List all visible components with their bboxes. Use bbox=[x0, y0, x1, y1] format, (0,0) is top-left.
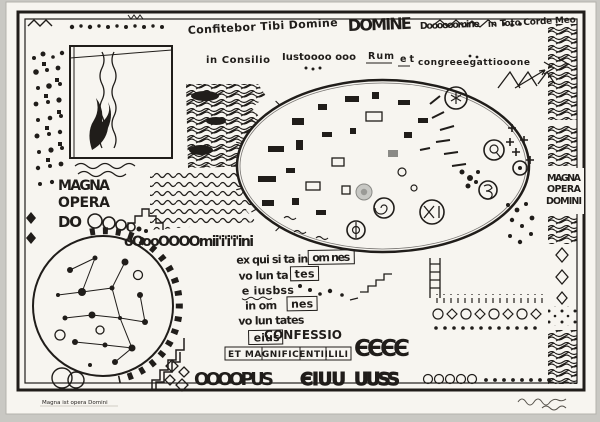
subtitle-part-3: Rum bbox=[368, 51, 394, 62]
magna-opera-left: MAGNA OPERA DO bbox=[58, 178, 148, 233]
phrase-l4b: nes bbox=[291, 297, 314, 310]
subtitle-part-1: in Consilio bbox=[206, 55, 270, 66]
epsilon-big: ЄЄЄЄ bbox=[354, 336, 410, 362]
uuss-word: UUSS bbox=[354, 369, 400, 390]
phrase-l6: eius bbox=[254, 331, 281, 344]
title-part-3: Doooooomine bbox=[420, 19, 480, 32]
castellated-strip bbox=[151, 338, 185, 390]
magna-left-3: DO bbox=[58, 213, 82, 231]
title-part-2: DOMINE bbox=[347, 14, 412, 35]
o-band: oOooOOOOmii'i'i'i'ini bbox=[124, 234, 254, 250]
artist-signature bbox=[517, 398, 567, 411]
phrase-l2a: vo lun ta bbox=[238, 269, 288, 283]
eiuu-word: ЄIUU bbox=[300, 369, 346, 390]
scattered-blocks bbox=[258, 92, 428, 215]
magnificentia-line: ET MAGNIFICENTIILILI bbox=[228, 350, 348, 360]
right-column: MAGNA OPERA DOMINI bbox=[497, 24, 584, 384]
flame-scribble bbox=[89, 98, 111, 150]
opus-word: OOOOPUS bbox=[194, 369, 274, 390]
gear-constellation bbox=[32, 227, 183, 389]
magna-left-2: OPERA bbox=[58, 195, 110, 211]
upper-left-panel bbox=[69, 45, 173, 159]
phrase-l2b: tes bbox=[294, 267, 315, 280]
phrase-l1b: om nes bbox=[312, 251, 351, 265]
magna-right-3: DOMINI bbox=[546, 196, 582, 207]
phrase-l5: vo lun tates bbox=[238, 314, 305, 328]
pencil-caption: Magna ist opera Domini bbox=[42, 400, 108, 406]
left-dot-cluster bbox=[32, 50, 65, 186]
subtitle-part-5: congreeegattiooone bbox=[418, 58, 530, 68]
diamond-cluster bbox=[164, 359, 190, 392]
phrase-l1a: ex qui si ta in bbox=[236, 253, 308, 267]
central-oval bbox=[231, 78, 531, 254]
wave-lines-region bbox=[74, 162, 260, 230]
magna-right-2: OPERA bbox=[547, 184, 582, 195]
subtitle-part-2: Iustoooo ooo bbox=[282, 52, 356, 63]
magna-left-1: MAGNA bbox=[58, 178, 110, 194]
phrase-l3: e iusbss bbox=[242, 284, 295, 298]
phrase-l4a: in om bbox=[245, 299, 277, 313]
magna-right-1: MAGNA bbox=[547, 173, 582, 184]
phrase-block: ex qui si ta in om nes vo lun ta tes e i… bbox=[236, 249, 355, 346]
confessio-line: CONFESSIO bbox=[264, 328, 342, 342]
circled-symbols bbox=[346, 86, 528, 240]
confessio-block: CONFESSIO ET MAGNIFICENTIILILI bbox=[224, 328, 352, 361]
stepped-pyramid bbox=[127, 208, 164, 230]
shape-rows bbox=[422, 294, 551, 385]
under-oval-marks bbox=[298, 258, 441, 301]
bottom-letterforms: ЄЄЄЄ OOOOPUS ЄIUU UUSS bbox=[194, 336, 410, 390]
